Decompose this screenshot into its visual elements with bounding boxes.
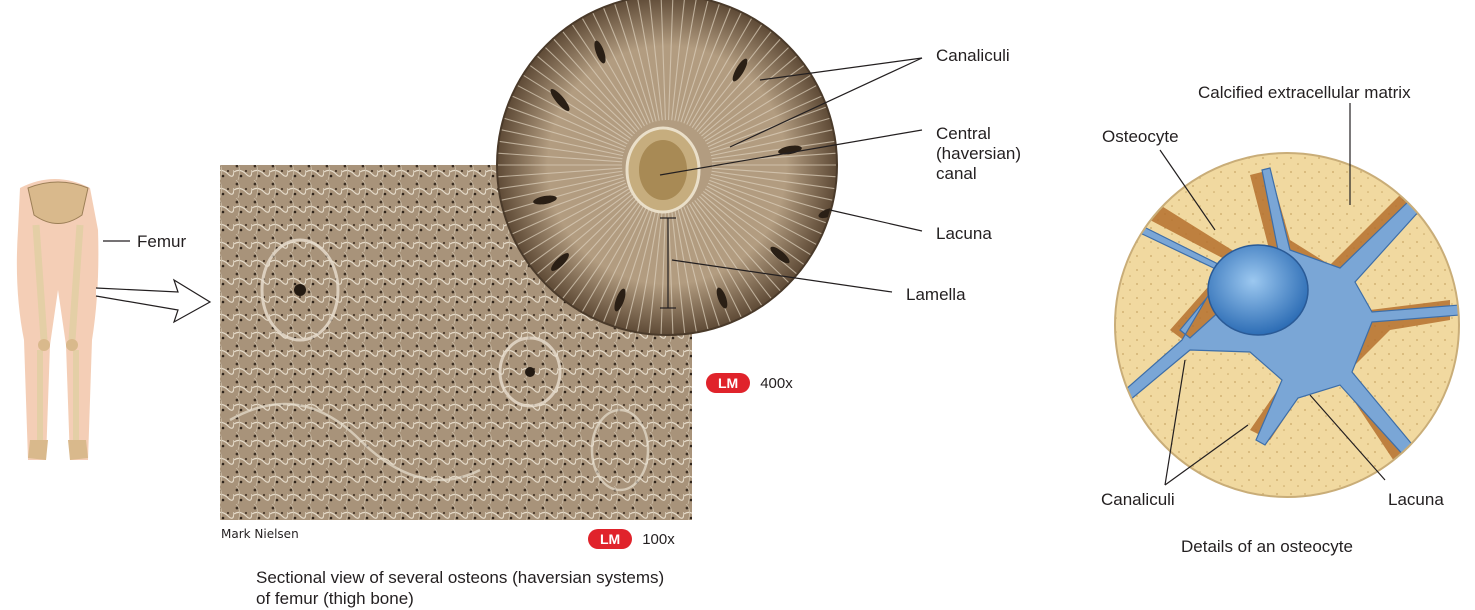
magnification-400x: LM 400x: [706, 373, 793, 393]
magnification-100x: LM 100x: [588, 529, 675, 549]
lm-badge: LM: [588, 529, 632, 549]
label-lacuna-top: Lacuna: [936, 224, 992, 244]
label-lacuna-bottom: Lacuna: [1388, 490, 1444, 510]
label-central-canal: Central (haversian) canal: [936, 124, 1021, 184]
label-canaliculi-bottom: Canaliculi: [1101, 490, 1175, 510]
label-osteocyte: Osteocyte: [1102, 127, 1179, 147]
label-femur: Femur: [137, 232, 186, 252]
label-canaliculi-top: Canaliculi: [936, 46, 1010, 66]
label-calcified-matrix: Calcified extracellular matrix: [1198, 83, 1411, 103]
magnification-value: 400x: [760, 375, 793, 392]
photo-credit: Mark Nielsen: [221, 527, 299, 541]
caption-micrograph: Sectional view of several osteons (haver…: [256, 567, 666, 609]
lm-badge: LM: [706, 373, 750, 393]
magnification-value: 100x: [642, 531, 675, 548]
arrow-to-micrograph: [96, 280, 210, 322]
osteocyte-detail-illustration: [1115, 153, 1460, 497]
label-lamella: Lamella: [906, 285, 966, 305]
caption-osteocyte-detail: Details of an osteocyte: [1181, 536, 1353, 557]
leg-skeleton-illustration: [17, 179, 99, 460]
